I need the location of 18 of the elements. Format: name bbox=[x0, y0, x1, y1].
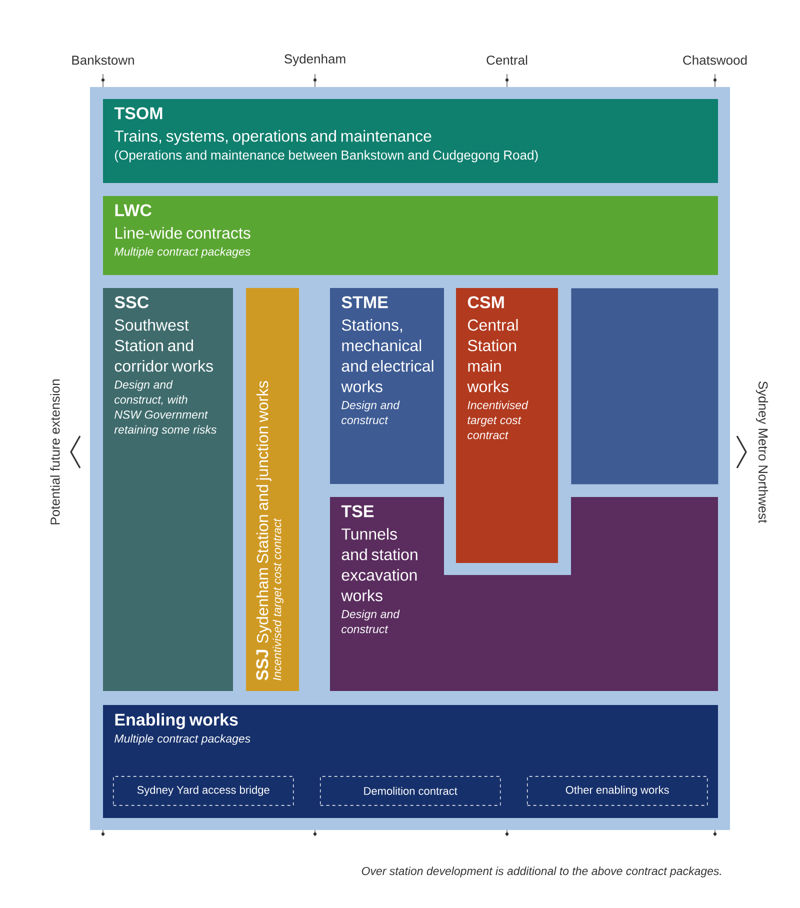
contract-box: LWC Line-wide contracts Multiple contract packages bbox=[103, 196, 718, 275]
station-label: Sydenham bbox=[284, 54, 346, 66]
package-box: Other enabling works bbox=[527, 776, 708, 806]
contract-box: TSOM Trains, systems, operations and maintenance (Operations and maintenance between Bankstown and Cudgegong Road) bbox=[103, 99, 718, 183]
side-label: Potential future extension bbox=[50, 380, 60, 524]
contract-box bbox=[571, 288, 718, 484]
package-box: Demolition contract bbox=[320, 776, 501, 806]
contract-box: SSJ Sydenham Station and junction works Incentivised target cost contract bbox=[246, 288, 299, 691]
contract-box: SSC Southwest Station and corridor works Design and construct, with NSW Government retaining some risks bbox=[103, 288, 233, 691]
station-label: Chatswood bbox=[683, 55, 747, 65]
station-label: Central bbox=[486, 55, 528, 65]
package-box: Sydney Yard access bridge bbox=[113, 776, 294, 806]
footnote: Over station development is additional to the above contract packages. bbox=[362, 866, 721, 878]
station-label: Bankstown bbox=[72, 55, 134, 65]
contract-box: CSM Central Station main works Incentivised target cost contract bbox=[456, 288, 558, 563]
contract-box: TSE Tunnels and station excavation works Design and construct bbox=[330, 497, 718, 691]
contract-box: STME Stations, mechanical and electrical works Design and construct bbox=[330, 288, 444, 484]
side-label: Sydney Metro Northwest bbox=[756, 381, 768, 524]
